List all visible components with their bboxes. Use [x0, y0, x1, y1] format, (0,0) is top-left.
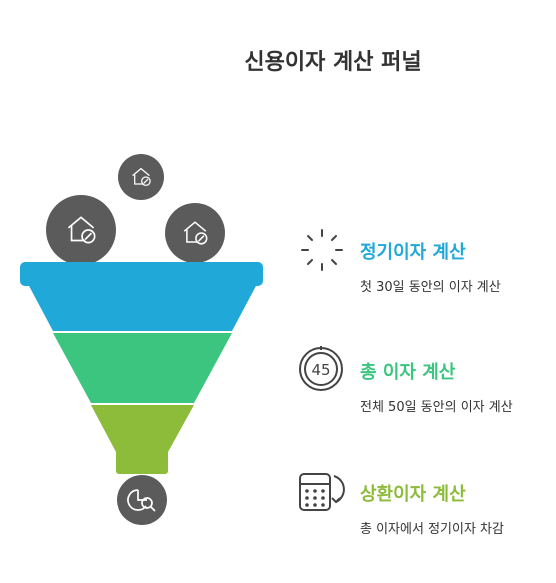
- house-percent-icon: [67, 216, 96, 244]
- bubble-right: [165, 203, 225, 263]
- item-3-description: 총 이자에서 정기이자 차감: [360, 522, 504, 537]
- house-percent-icon: [183, 221, 208, 245]
- output-bubble: [117, 475, 167, 525]
- item-2-description: 전체 50일 동안의 이자 계산: [360, 400, 513, 415]
- funnel-layer-3: [91, 405, 194, 474]
- timer-45-icon: 45: [299, 346, 343, 391]
- item-1-description: 첫 30일 동안의 이자 계산: [360, 280, 501, 295]
- house-percent-icon: [132, 167, 151, 187]
- calculator-refresh-icon: [299, 473, 345, 511]
- chart-search-icon: [127, 489, 156, 512]
- item-2-title: 총 이자 계산: [360, 362, 456, 383]
- funnel-layer-1: [20, 262, 263, 331]
- item-3-title: 상환이자 계산: [360, 484, 466, 505]
- item-1-title: 정기이자 계산: [360, 242, 466, 263]
- page-title: 신용이자 계산 퍼널: [244, 50, 422, 75]
- loading-spinner-icon: [301, 229, 343, 271]
- bubble-small: [118, 154, 164, 200]
- funnel-layer-2: [53, 333, 232, 403]
- bubble-left: [46, 195, 116, 265]
- svg-text:45: 45: [311, 361, 330, 379]
